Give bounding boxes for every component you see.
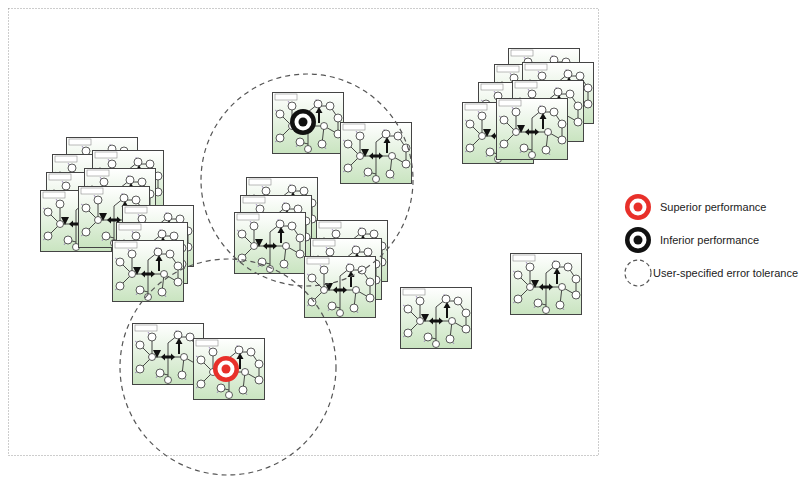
card-cluster-left <box>41 138 194 302</box>
card-group-top <box>273 93 412 184</box>
card-cluster-middle <box>235 178 388 318</box>
inferior-target <box>290 109 316 135</box>
card-singles <box>401 254 582 349</box>
legend-dashed-circle <box>625 260 651 286</box>
card-cluster-top-right <box>463 49 594 164</box>
plot-frame <box>9 9 599 456</box>
legend-label: User-specified error tolerance <box>653 266 798 280</box>
tolerance-circle <box>201 74 413 286</box>
legend-red-target <box>625 194 651 220</box>
superior-target <box>213 356 239 382</box>
card-group-bottom <box>133 324 265 400</box>
tolerance-circle <box>120 259 336 475</box>
legend-black-target <box>625 227 651 253</box>
legend-label: Superior performance <box>660 200 766 214</box>
legend-label: Inferior performance <box>660 233 759 247</box>
